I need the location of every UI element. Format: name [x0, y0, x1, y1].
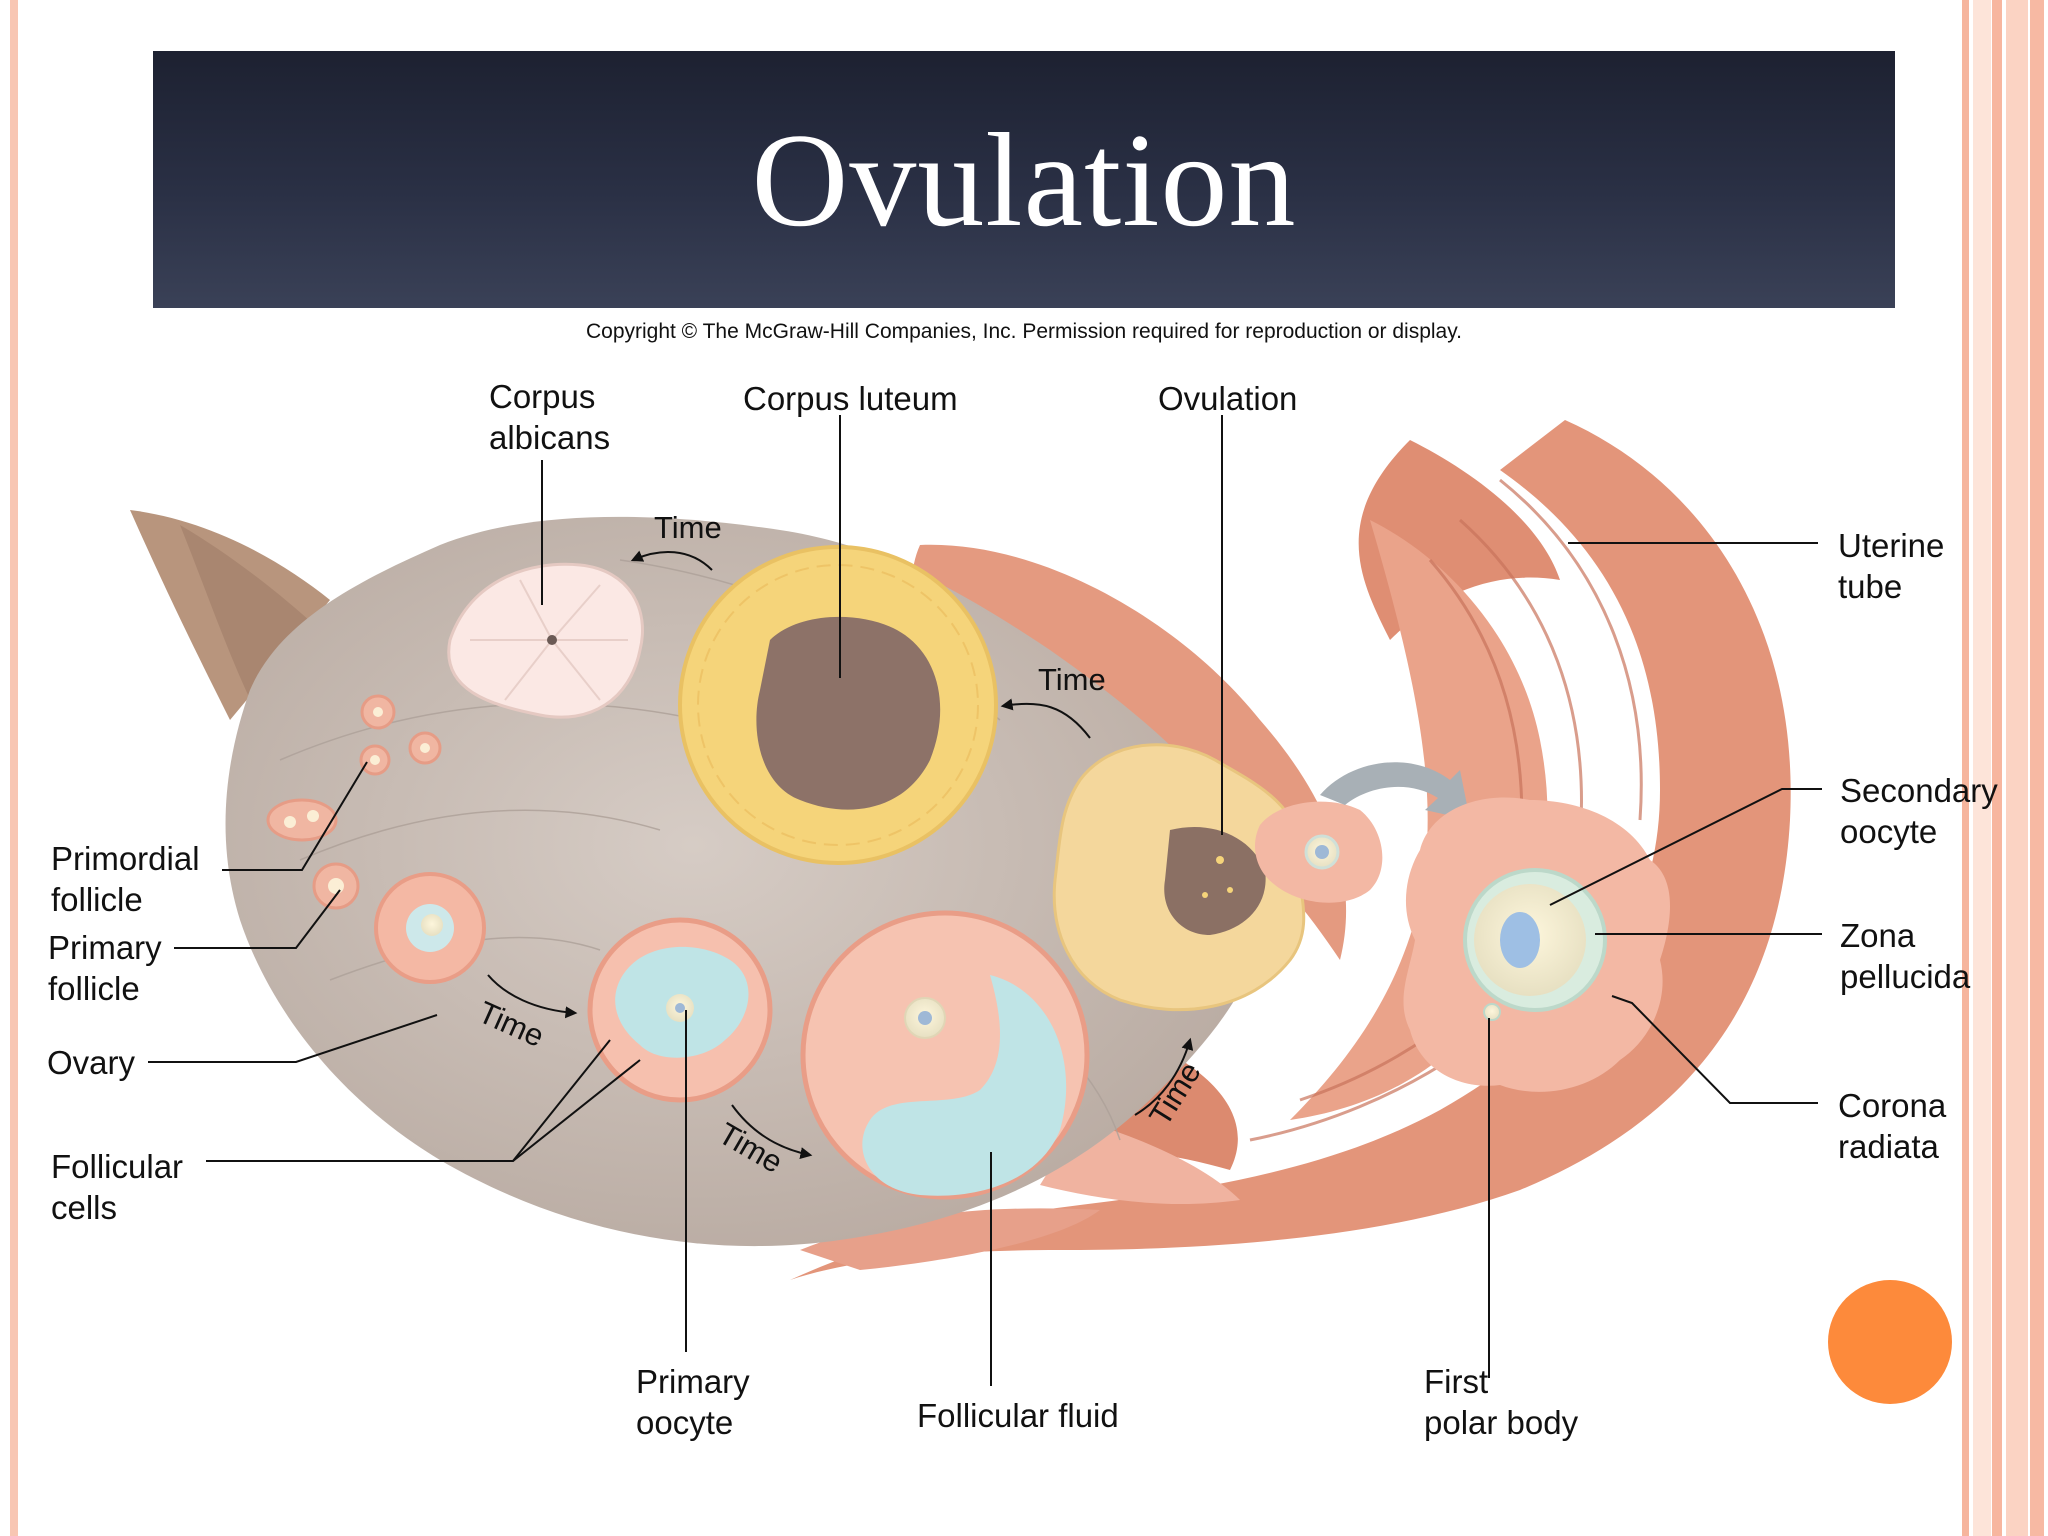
label-primordial-follicle-2: follicle	[51, 881, 143, 918]
label-corona-radiata-2: radiata	[1838, 1128, 1940, 1165]
slide-title: Ovulation	[751, 105, 1297, 254]
primary-follicle	[312, 862, 360, 910]
leader-lines	[148, 415, 1822, 1386]
frame-stripe-right-2	[1973, 0, 1991, 1536]
copyright-notice: Copyright © The McGraw-Hill Companies, I…	[585, 320, 1463, 343]
label-corpus-albicans-1: Corpus	[489, 378, 595, 415]
label-follicular-cells-1: Follicular	[51, 1148, 183, 1185]
label-corona-radiata-1: Corona	[1838, 1087, 1947, 1124]
label-zona-pellucida-1: Zona	[1840, 917, 1916, 954]
label-follicular-fluid: Follicular fluid	[917, 1397, 1119, 1434]
secondary-follicle	[587, 917, 773, 1103]
label-corpus-luteum: Corpus luteum	[743, 380, 958, 417]
label-first-polar-body-2: polar body	[1424, 1404, 1579, 1441]
corpus-luteum	[678, 545, 998, 865]
label-uterine-tube-1: Uterine	[1838, 527, 1944, 564]
released-oocyte	[1255, 801, 1383, 903]
label-corpus-albicans-2: albicans	[489, 419, 610, 456]
primordial-follicles	[266, 694, 442, 842]
title-banner: Ovulation	[153, 51, 1895, 308]
vesicular-follicle	[800, 910, 1090, 1200]
frame-stripe-left	[10, 0, 18, 1536]
time-arrows	[487, 550, 1194, 1159]
label-secondary-oocyte-2: oocyte	[1840, 813, 1937, 850]
frame-stripe-right-1	[1962, 0, 1969, 1536]
oocyte-movement-arrow	[1320, 762, 1470, 820]
frame-stripe-right-5	[2030, 0, 2044, 1536]
label-first-polar-body-1: First	[1424, 1363, 1488, 1400]
ruptured-follicle	[1052, 743, 1306, 1012]
label-zona-pellucida-2: pellucida	[1840, 958, 1971, 995]
frame-stripe-right-3	[1992, 0, 2002, 1536]
time-label-2: Time	[1038, 662, 1106, 697]
corpus-albicans	[447, 562, 644, 719]
label-primordial-follicle-1: Primordial	[51, 840, 200, 877]
frame-stripe-right-4	[2006, 0, 2028, 1536]
label-uterine-tube-2: tube	[1838, 568, 1902, 605]
label-primary-follicle-1: Primary	[48, 929, 162, 966]
label-primary-follicle-2: follicle	[48, 970, 140, 1007]
label-ovary: Ovary	[47, 1044, 136, 1081]
time-label-1: Time	[654, 510, 722, 545]
label-primary-oocyte-1: Primary	[636, 1363, 750, 1400]
slide-accent-dot	[1828, 1280, 1952, 1404]
label-primary-oocyte-2: oocyte	[636, 1404, 733, 1441]
secondary-oocyte-large	[1403, 797, 1670, 1092]
label-secondary-oocyte-1: Secondary	[1840, 772, 1998, 809]
label-ovulation: Ovulation	[1158, 380, 1297, 417]
label-follicular-cells-2: cells	[51, 1189, 117, 1226]
growing-follicle	[374, 872, 486, 984]
